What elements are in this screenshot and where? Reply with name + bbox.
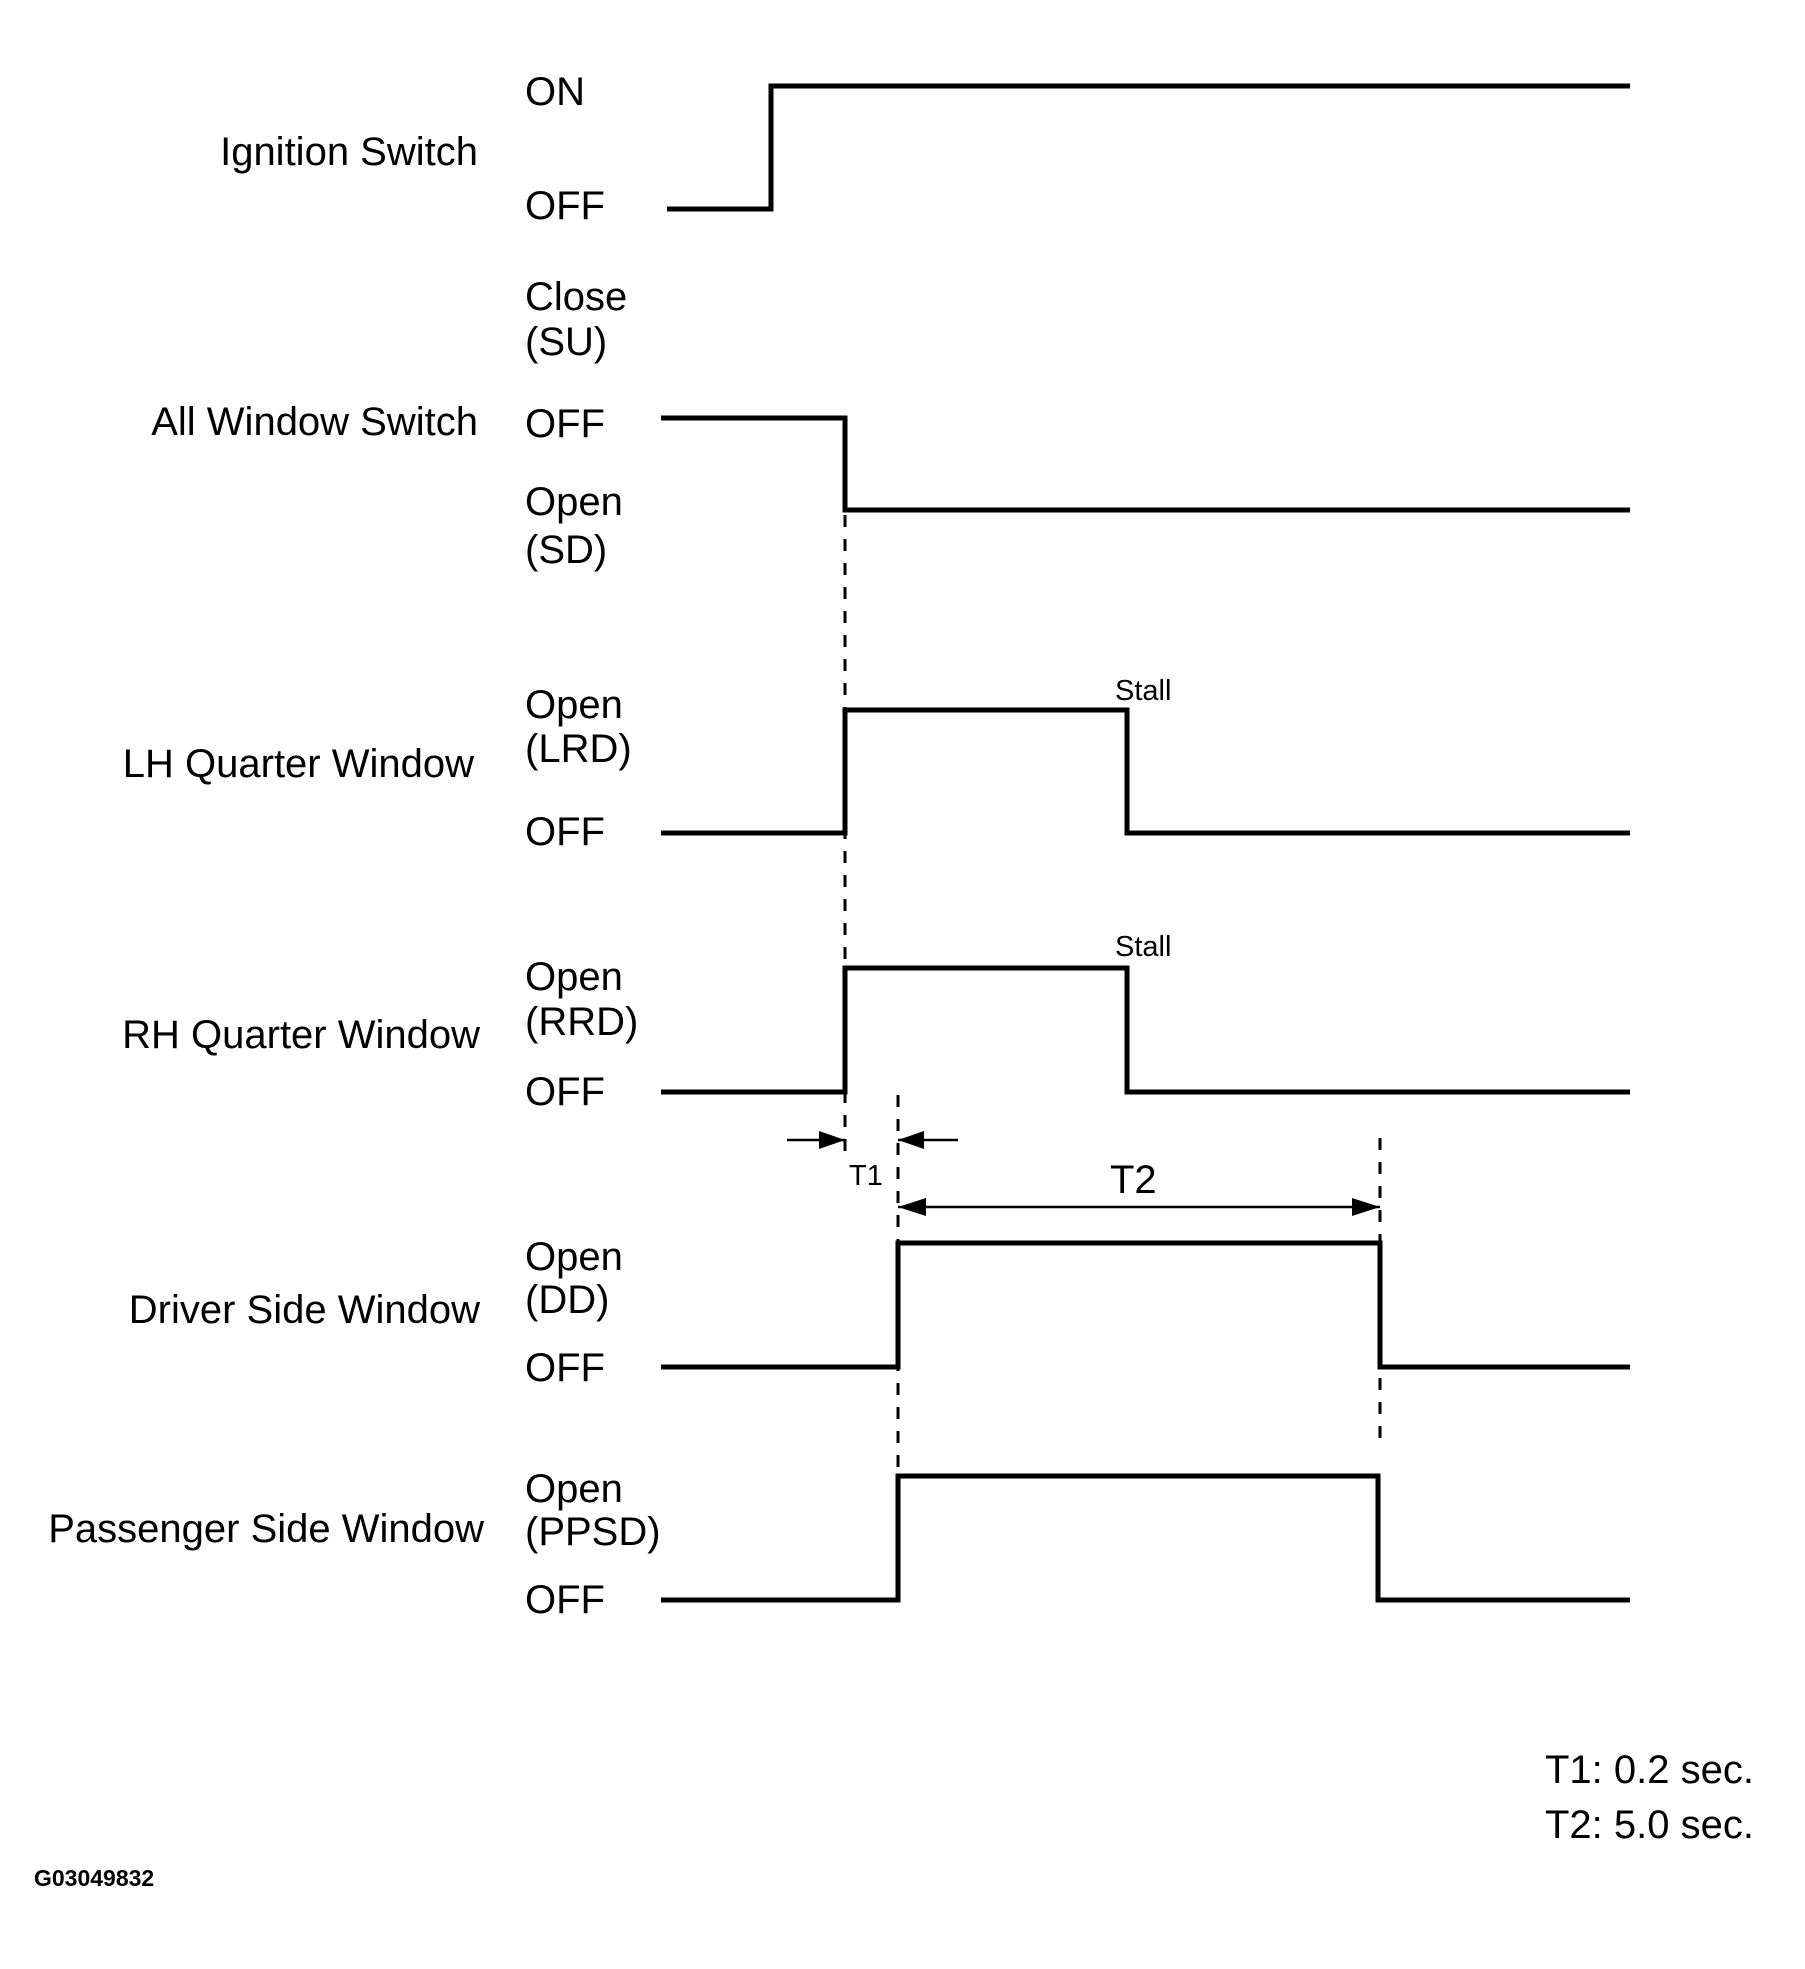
t2-arrowhead-left [898,1198,926,1216]
figure-code: G03049832 [34,1865,154,1891]
stall-note: Stall [1115,675,1171,707]
signal-driver-side-window: Driver Side Window Open (DD) OFF [129,1235,1630,1390]
state-label-off: OFF [525,184,605,228]
signal-ignition-switch: Ignition Switch ON OFF [220,70,1630,228]
signal-all-window-switch: All Window Switch Close (SU) OFF Open (S… [151,275,1630,572]
waveform-lh-quarter-window [661,707,1630,836]
state-label-lrd: (LRD) [525,727,632,771]
state-label-off: OFF [525,1346,605,1390]
state-label-on: ON [525,70,585,114]
waveform-ignition-switch [667,83,1630,212]
signal-rh-quarter-window: RH Quarter Window Open (RRD) OFF Stall [122,931,1630,1114]
state-label-su: (SU) [525,320,607,364]
state-label-ppsd: (PPSD) [525,1510,661,1554]
signal-label-rh-quarter-window: RH Quarter Window [122,1013,480,1057]
state-label-dd: (DD) [525,1278,609,1322]
waveform-driver-side-window [661,1240,1630,1370]
signal-lh-quarter-window: LH Quarter Window Open (LRD) OFF Stall [123,675,1630,854]
state-label-off: OFF [525,1578,605,1622]
waveform-rh-quarter-window [661,965,1630,1095]
state-label-sd: (SD) [525,528,607,572]
t2-arrowhead-right [1352,1198,1380,1216]
state-label-rrd: (RRD) [525,1000,638,1044]
t2-dimension: T2 [898,1158,1380,1216]
state-label-open: Open [525,955,623,999]
state-label-open: Open [525,1467,623,1511]
state-label-off: OFF [525,1070,605,1114]
t1-label: T1 [849,1160,883,1192]
state-label-open: Open [525,683,623,727]
state-label-off: OFF [525,402,605,446]
signal-label-ignition-switch: Ignition Switch [220,130,478,174]
state-label-off: OFF [525,810,605,854]
t1-dimension: T1 [787,1131,958,1192]
t2-label: T2 [1110,1158,1157,1202]
signal-label-driver-side-window: Driver Side Window [129,1288,480,1332]
signal-label-lh-quarter-window: LH Quarter Window [123,742,474,786]
t1-arrowhead-right [898,1131,924,1149]
t1-arrowhead-left [819,1131,845,1149]
state-label-open: Open [525,1235,623,1279]
waveform-passenger-side-window [661,1473,1630,1603]
legend-t1: T1: 0.2 sec. [1545,1748,1754,1792]
signal-label-all-window-switch: All Window Switch [151,400,478,444]
timing-legend: T1: 0.2 sec. T2: 5.0 sec. [1545,1748,1754,1847]
signal-passenger-side-window: Passenger Side Window Open (PPSD) OFF [48,1467,1630,1622]
waveform-all-window-switch [661,415,1630,513]
state-label-close: Close [525,275,627,319]
legend-t2: T2: 5.0 sec. [1545,1803,1754,1847]
stall-note: Stall [1115,931,1171,963]
state-label-open: Open [525,480,623,524]
signal-label-passenger-side-window: Passenger Side Window [48,1507,484,1551]
